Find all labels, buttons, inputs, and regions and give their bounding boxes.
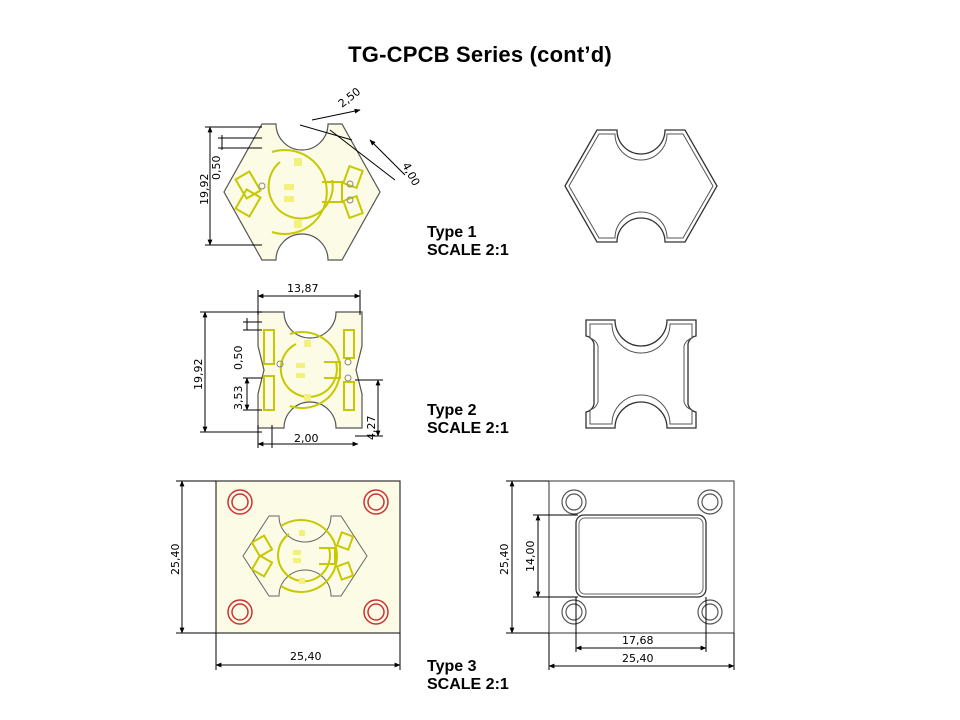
type3-outline (548, 480, 735, 634)
type3-dim-height-left: 25,40 (169, 544, 182, 576)
type2-dimensions (200, 290, 383, 448)
type2-caption: Type 2 SCALE 2:1 (427, 402, 509, 438)
type3-caption: Type 3 SCALE 2:1 (427, 658, 509, 694)
type1-dim-400: 4,00 (399, 160, 422, 188)
type2-name: Type 2 (427, 402, 477, 419)
type3-dim-cutout-height: 14,00 (524, 541, 537, 573)
type1-name: Type 1 (427, 224, 477, 241)
type1-dim-250: 2,50 (336, 85, 363, 110)
type3-name: Type 3 (427, 658, 477, 675)
type2-dim-200: 2,00 (294, 432, 319, 445)
type3-left-dimensions (176, 480, 401, 670)
type2-board-drawing (257, 311, 363, 429)
type3-dim-width-right: 25,40 (622, 652, 654, 665)
type1-caption: Type 1 SCALE 2:1 (427, 224, 509, 260)
type1-scale: SCALE 2:1 (427, 242, 509, 259)
type1-dim-050: 0,50 (210, 156, 223, 181)
type3-scale: SCALE 2:1 (427, 676, 509, 693)
type1-dimensions (205, 108, 406, 246)
type2-dim-427: 4,27 (365, 416, 378, 441)
slide-title: TG-CPCB Series (cont’d) (348, 42, 612, 67)
type2-outline (585, 319, 697, 429)
type3-dim-width-left: 25,40 (290, 650, 322, 663)
type3-board-drawing (215, 480, 401, 634)
type1-dim-1992: 19,92 (198, 174, 211, 206)
type3-dim-height-right: 25,40 (498, 544, 511, 576)
type2-dim-1387: 13,87 (287, 282, 319, 295)
type2-dim-050: 0,50 (232, 346, 245, 371)
type2-scale: SCALE 2:1 (427, 420, 509, 437)
type1-outline (564, 129, 718, 243)
type2-dim-353: 3,53 (232, 386, 245, 411)
type3-dim-cutout-width: 17,68 (622, 634, 654, 647)
type1-board-drawing (223, 123, 381, 261)
type2-dim-1992: 19,92 (192, 359, 205, 391)
type3-right-dimensions (506, 480, 735, 670)
